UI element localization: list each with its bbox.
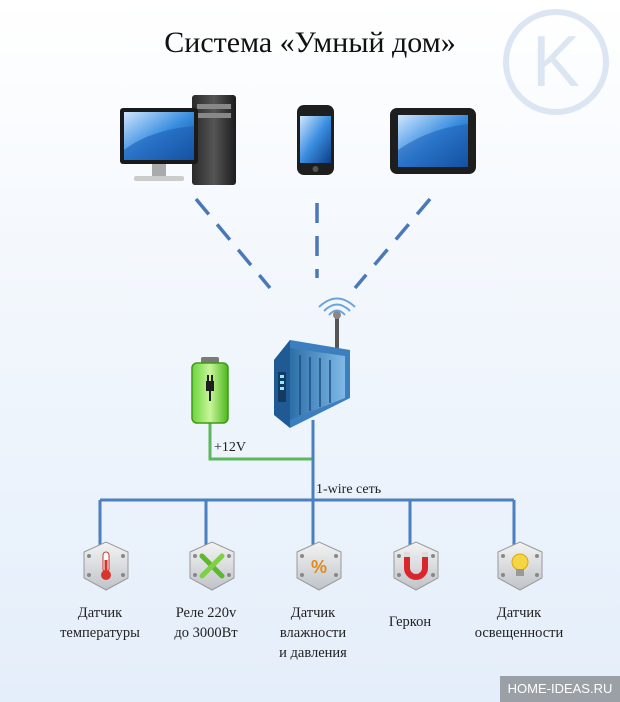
logo-icon: K [503,9,609,115]
battery-icon [191,357,229,424]
network-bus [98,420,516,545]
sensor-reed-switch [393,541,439,591]
smartphone-icon [297,105,334,175]
light-bulb-icon [511,553,529,576]
sensor-humidity: % [296,541,342,591]
svg-text:K: K [532,22,580,102]
tablet-icon [390,108,476,174]
power-label: +12V [214,440,247,455]
humidity-percent-icon: % [311,557,327,577]
sensor-label-humidity: Датчик влажности и давления [279,605,347,661]
site-watermark: HOME-IDEAS.RU [500,676,620,702]
bus-label: 1-wire сеть [316,482,382,497]
sensor-light [497,541,543,591]
power-line [208,420,313,461]
sensor-label-light: Датчик освещенности [474,605,564,641]
relay-icon [199,553,225,579]
page-title: Система «Умный дом» [164,26,456,59]
sensor-relay [189,541,235,591]
wireless-router-icon [274,297,356,428]
sensor-label-reed-switch: Геркон [388,614,432,630]
magnet-icon [404,552,428,580]
sensor-label-temperature: Датчик температуры [60,605,140,641]
desktop-computer-icon [120,95,236,185]
sensor-thermometer [83,541,129,591]
sensor-label-relay: Реле 220v до 3000Вт [174,605,238,641]
wireless-links [194,197,432,290]
thermometer-icon [101,551,111,580]
svg-text:%: % [311,557,327,577]
